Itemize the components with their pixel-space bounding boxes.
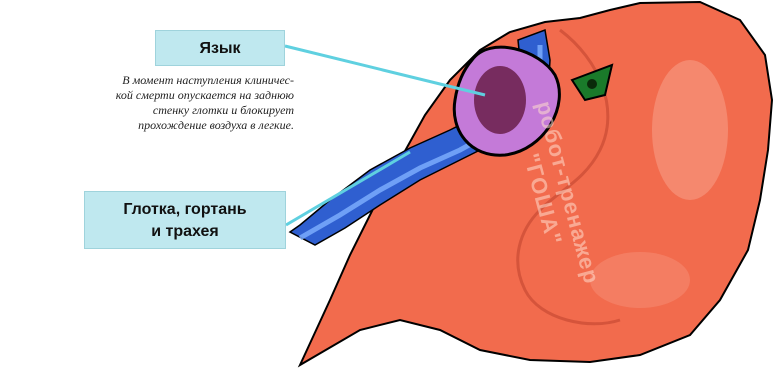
caption-line: прохождение воздуха в легкие. (82, 118, 294, 133)
throat-label-line-1: Глотка, гортань (85, 199, 285, 221)
throat-label: Глотка, гортань и трахея (84, 191, 286, 249)
tongue-label: Язык (155, 30, 285, 66)
pupil-icon (587, 79, 597, 89)
throat-label-line-2: и трахея (85, 221, 285, 243)
caption-text: В момент наступления клиничес- кой смерт… (82, 73, 294, 133)
caption-line: стенку глотки и блокирует (82, 103, 294, 118)
skin-highlight (652, 60, 728, 200)
skin-highlight-lower (590, 252, 690, 308)
tongue-pointer-line (285, 46, 485, 95)
caption-line: кой смерти опускается на заднюю (82, 88, 294, 103)
caption-line: В момент наступления клиничес- (82, 73, 294, 88)
